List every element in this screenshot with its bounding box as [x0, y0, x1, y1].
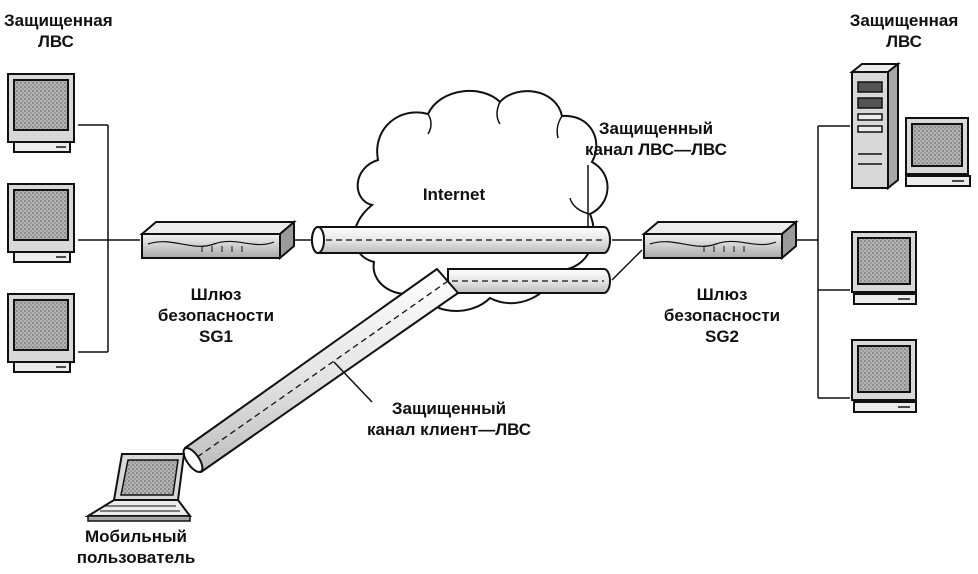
lan-left-label-line2: ЛВС	[38, 32, 74, 51]
gateway-icon	[641, 219, 799, 261]
lan-lan-tunnel	[311, 226, 611, 254]
gateway-icon	[139, 219, 297, 261]
workstation-icon	[7, 183, 75, 263]
client-lan-tunnel-segment	[447, 268, 611, 294]
lan-lan-channel-line1: Защищенный	[598, 119, 714, 138]
lan-right-label-line1: Защищенная	[849, 11, 959, 30]
label-pointers	[333, 165, 589, 403]
internet-label-text: Internet	[422, 185, 486, 204]
client-lan-channel-label: Защищенный канал клиент—ЛВС	[344, 398, 554, 440]
gateway-sg2-line2: безопасности	[663, 306, 781, 325]
left-lan-wiring	[78, 124, 312, 353]
workstation-icon	[7, 293, 75, 373]
lan-right-label-line2: ЛВС	[886, 32, 922, 51]
mobile-user-line1: Мобильный	[85, 527, 187, 546]
workstation-icon	[851, 339, 917, 413]
gateway-sg1-label: Шлюз безопасности SG1	[146, 284, 286, 347]
gateway-sg1-line1: Шлюз	[190, 285, 242, 304]
client-lan-tunnel-diagonal	[182, 268, 459, 473]
laptop-icon	[84, 453, 192, 522]
lan-right-label: Защищенная ЛВС	[834, 10, 974, 52]
workstation-icon	[851, 231, 917, 305]
gateway-sg1-line2: безопасности	[157, 306, 275, 325]
internet-label: Internet	[412, 184, 496, 205]
mobile-user-label: Мобильный пользователь	[62, 526, 210, 568]
gateway-sg2-line3: SG2	[704, 327, 740, 346]
workstation-icon	[7, 73, 75, 153]
gateway-sg1-line3: SG1	[198, 327, 234, 346]
client-lan-channel-line2: канал клиент—ЛВС	[366, 420, 532, 439]
gateway-sg2-label: Шлюз безопасности SG2	[652, 284, 792, 347]
lan-left-label: Защищенная ЛВС	[4, 10, 134, 52]
lan-lan-channel-label: Защищенный канал ЛВС—ЛВС	[556, 118, 756, 160]
mobile-user-line2: пользователь	[76, 548, 196, 567]
client-lan-channel-line1: Защищенный	[391, 399, 507, 418]
server-icon	[849, 61, 901, 191]
gateway-sg2-line1: Шлюз	[696, 285, 748, 304]
right-lan-wiring	[611, 125, 850, 399]
lan-left-label-line1: Защищенная	[4, 11, 113, 30]
lan-lan-channel-line2: канал ЛВС—ЛВС	[585, 140, 727, 159]
workstation-icon	[905, 117, 971, 187]
